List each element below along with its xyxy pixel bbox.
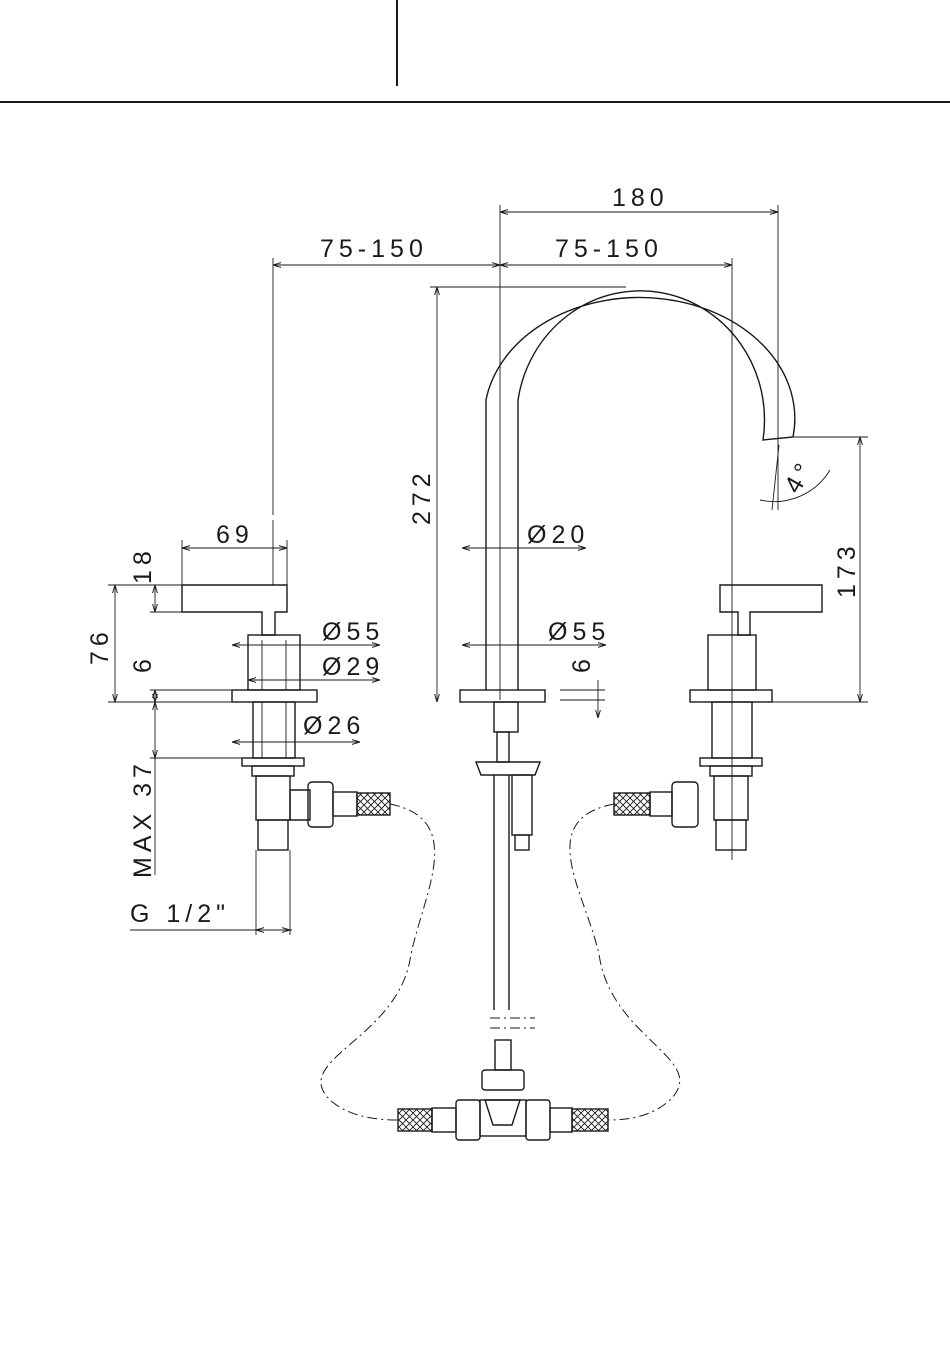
spout-height-label: 272 xyxy=(408,468,436,525)
extension-lines xyxy=(108,205,868,935)
right-spacing-label: 75-150 xyxy=(555,235,663,263)
base-thickness-right-label: 6 xyxy=(568,654,596,673)
handle-length-label: 69 xyxy=(216,521,254,549)
flange-diameter-right-label: Ø55 xyxy=(548,618,610,646)
left-spacing-label: 75-150 xyxy=(320,235,428,263)
spout-angle-label: 4° xyxy=(779,455,820,498)
body-height-label: 76 xyxy=(86,627,114,665)
mixing-connector xyxy=(398,1018,608,1140)
thread-size-label: G 1/2" xyxy=(130,900,230,928)
spout-reach-height-label: 173 xyxy=(833,541,861,598)
overall-width-label: 180 xyxy=(612,184,669,212)
spout xyxy=(460,291,795,1010)
shank-diameter-label: Ø26 xyxy=(303,712,365,740)
right-handle-valve xyxy=(614,585,822,850)
dimension-lines xyxy=(115,212,860,930)
max-deck-thickness-label: MAX 37 xyxy=(129,759,157,878)
spout-diameter-label: Ø20 xyxy=(527,521,589,549)
body-diameter-label: Ø29 xyxy=(322,653,384,681)
center-lines xyxy=(273,300,779,860)
base-thickness-left-label: 6 xyxy=(129,654,157,673)
title-block xyxy=(0,0,950,102)
handle-height-label: 18 xyxy=(129,546,157,584)
flange-diameter-left-label: Ø55 xyxy=(322,618,384,646)
flexible-hoses xyxy=(321,804,680,1120)
